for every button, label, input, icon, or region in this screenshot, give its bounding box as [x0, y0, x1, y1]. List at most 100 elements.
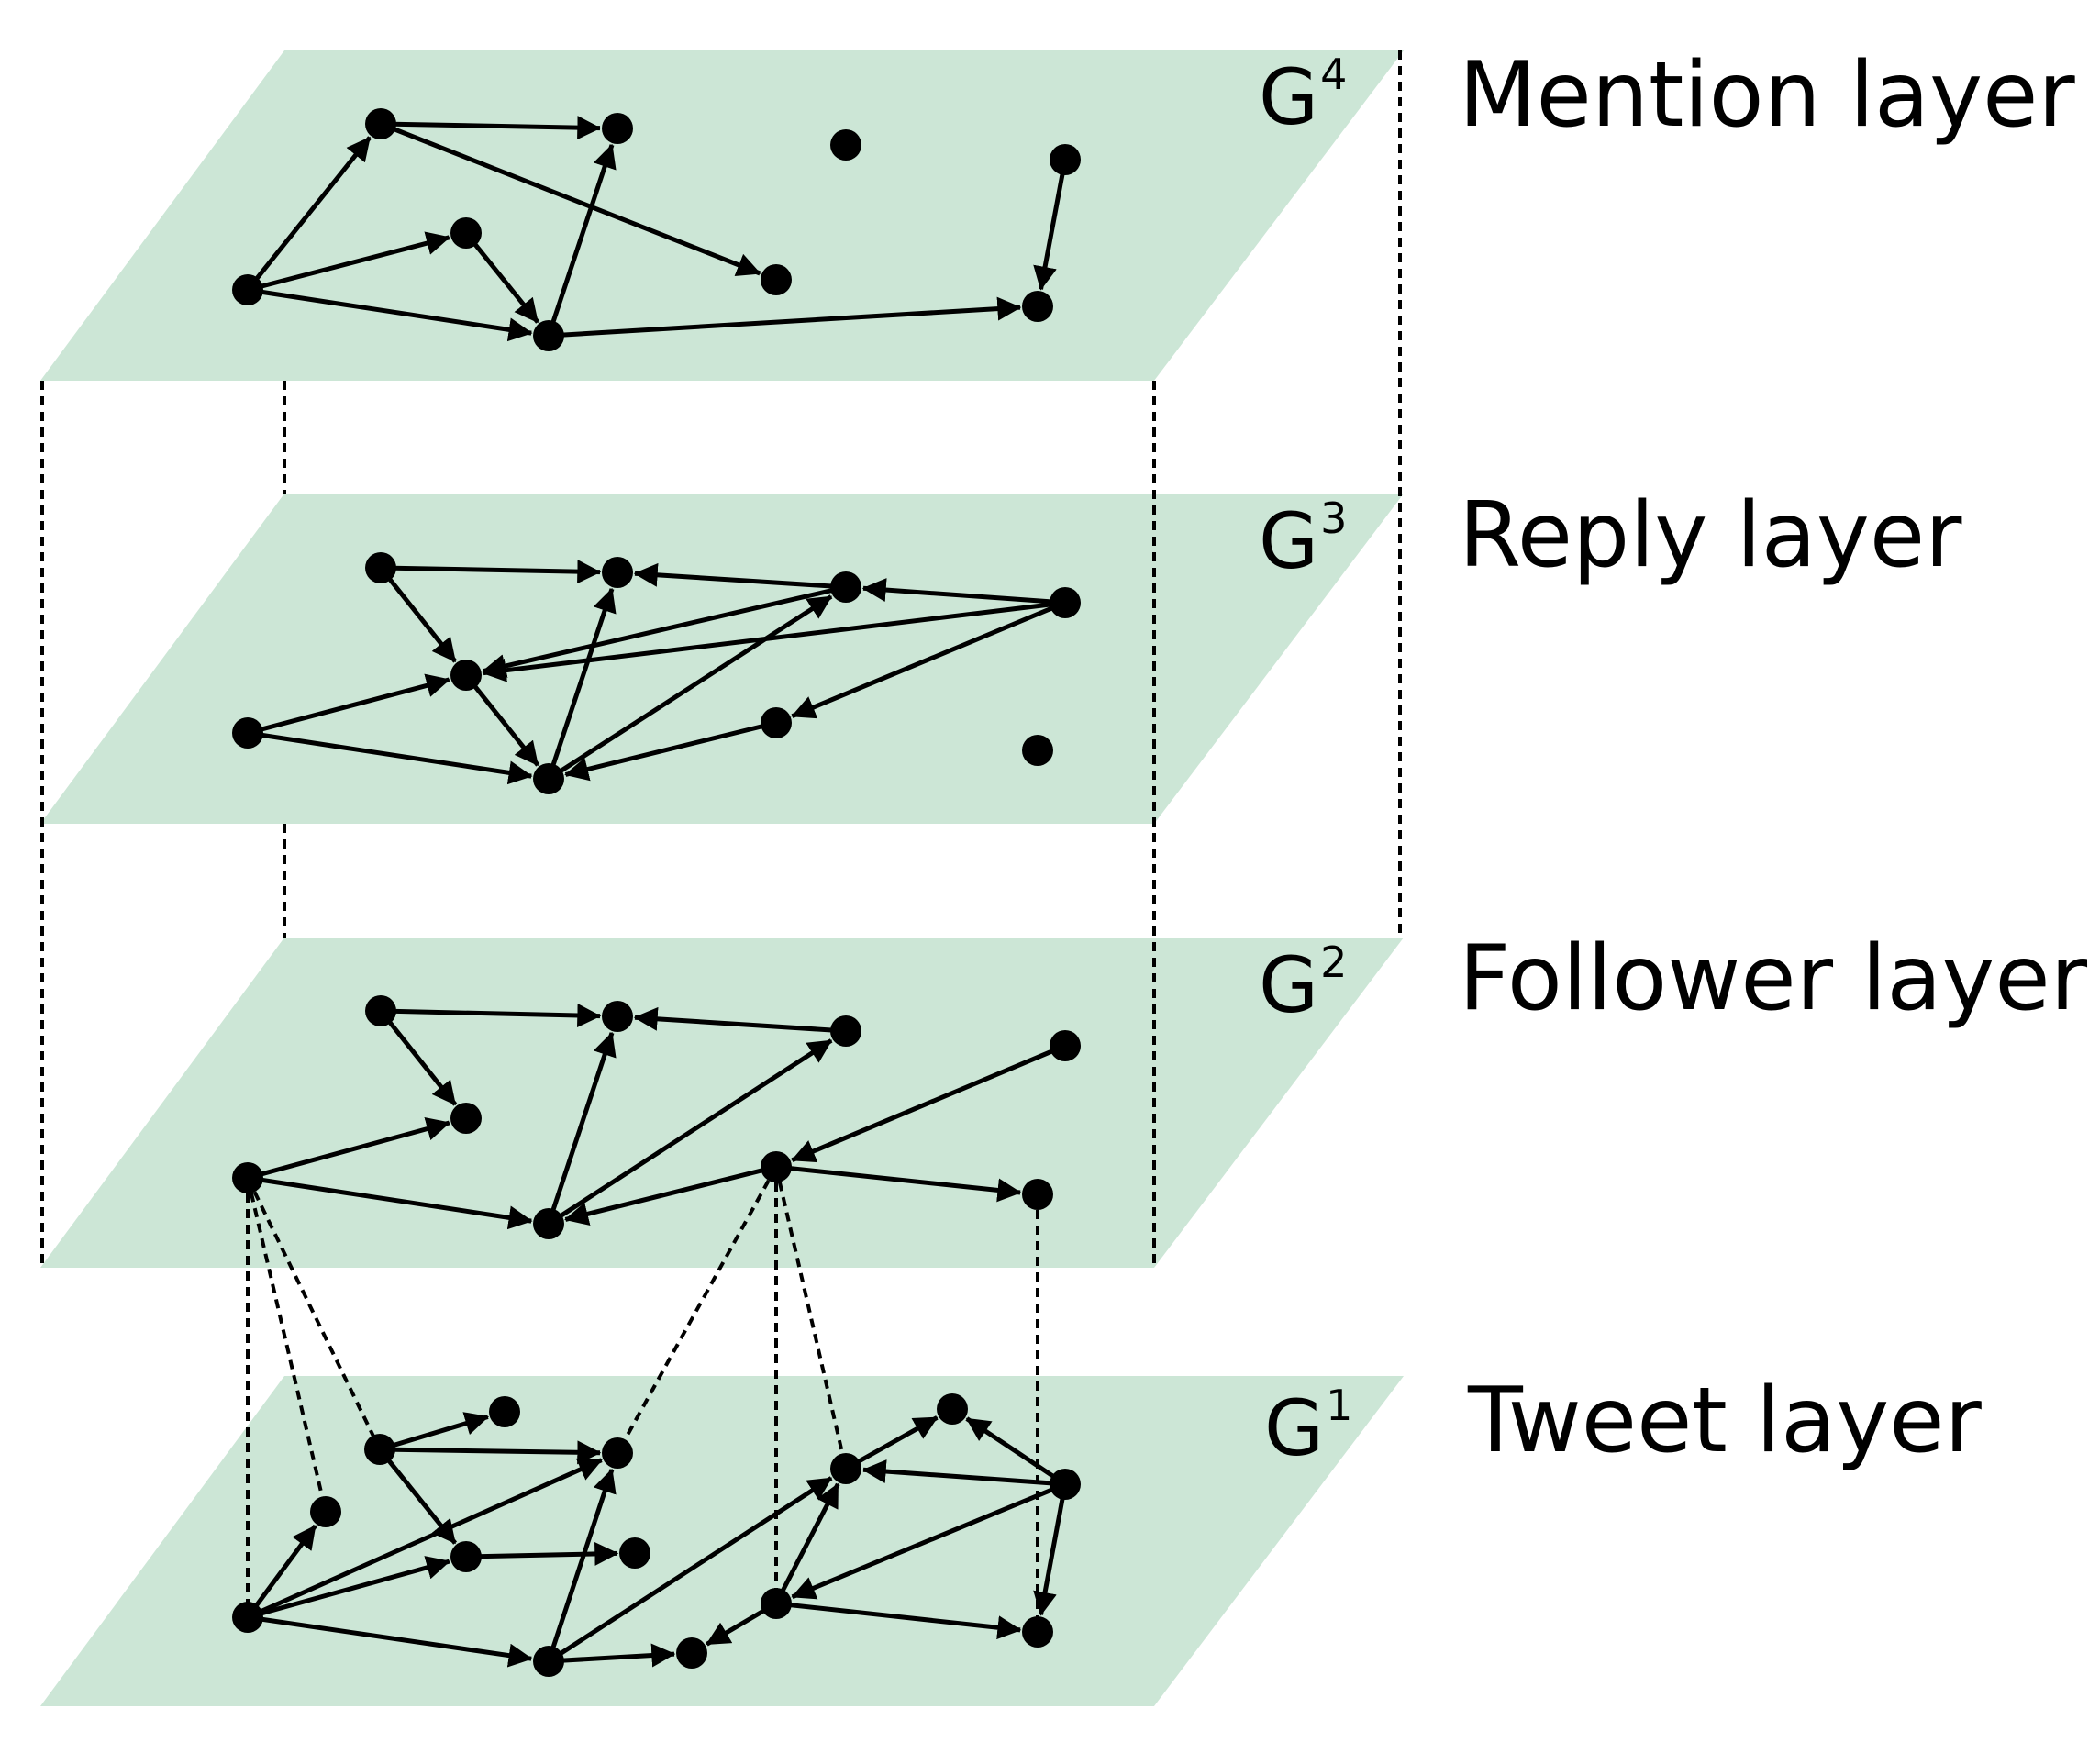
node-tweet-f — [619, 1537, 650, 1569]
node-reply-B — [365, 552, 396, 583]
edge-tweet-j-k — [773, 1482, 840, 1605]
edge-mention-D-E — [464, 231, 540, 324]
edge-tweet-c-d — [379, 1412, 490, 1452]
node-reply-D — [450, 660, 482, 691]
edge-tweet-j-n — [775, 1601, 1022, 1640]
node-tweet-n — [1022, 1616, 1053, 1648]
edge-tweet-e-f — [465, 1541, 619, 1566]
node-reply-E — [533, 763, 564, 794]
node-mention-F — [761, 264, 792, 295]
node-follower-E — [533, 1208, 564, 1239]
edge-follower-F-I — [775, 1164, 1022, 1203]
edge-mention-E-C — [546, 143, 617, 337]
node-mention-H — [1050, 144, 1081, 175]
node-mention-D — [450, 217, 482, 249]
edge-follower-B-C — [380, 1004, 602, 1028]
inter-layer-link — [774, 1166, 848, 1470]
edge-follower-H-F — [791, 1043, 1066, 1163]
node-reply-H — [1050, 587, 1081, 618]
edge-reply-G-C — [633, 562, 847, 590]
edge-follower-E-C — [546, 1031, 617, 1225]
node-follower-F — [761, 1151, 792, 1182]
inter-layer-link — [246, 1177, 328, 1513]
node-follower-C — [602, 1001, 633, 1032]
node-mention-C — [602, 113, 633, 144]
node-mention-A — [232, 274, 263, 305]
edge-reply-B-D — [379, 566, 458, 663]
edge-mention-E-I — [548, 296, 1022, 338]
edge-reply-D-E — [464, 673, 540, 767]
edge-reply-H-D — [482, 600, 1066, 682]
edge-tweet-m-n — [1033, 1483, 1068, 1616]
node-tweet-i — [676, 1637, 707, 1669]
edge-reply-E-C — [546, 587, 617, 780]
edge-reply-G-D — [482, 584, 847, 678]
graph-label-g1: G1 — [1264, 1381, 1353, 1473]
edge-follower-A-D — [247, 1116, 450, 1181]
layer-label-reply: Reply layer — [1459, 483, 1962, 588]
edge-reply-H-F — [791, 600, 1066, 719]
edge-tweet-h-k — [547, 1476, 833, 1664]
node-mention-G — [830, 129, 861, 161]
layer-label-tweet: Tweet layer — [1468, 1369, 1982, 1473]
layer-label-mention: Mention layer — [1459, 43, 2075, 148]
edge-tweet-m-k — [861, 1459, 1066, 1487]
inter-layer-link — [246, 1177, 382, 1450]
graph-label-g2: G2 — [1259, 938, 1348, 1030]
node-tweet-j — [761, 1588, 792, 1619]
edge-follower-A-E — [247, 1175, 533, 1230]
edge-reply-F-E — [564, 720, 777, 782]
edge-mention-B-C — [380, 116, 602, 140]
node-tweet-l — [937, 1393, 968, 1425]
node-follower-I — [1022, 1179, 1053, 1210]
edge-follower-E-G — [547, 1038, 833, 1226]
layer-plane-mention — [40, 50, 1404, 381]
graph-label-g3: G3 — [1259, 494, 1348, 586]
node-follower-G — [830, 1015, 861, 1047]
edge-follower-F-E — [564, 1164, 777, 1226]
node-tweet-g — [602, 1437, 633, 1469]
node-reply-C — [602, 557, 633, 588]
edge-mention-H-I — [1033, 159, 1068, 291]
node-mention-E — [533, 320, 564, 351]
edge-reply-E-G — [547, 594, 833, 782]
edge-follower-G-C — [633, 1006, 847, 1034]
layer-label-follower: Follower layer — [1459, 926, 2087, 1031]
edge-follower-B-D — [379, 1009, 458, 1106]
layer-plane-reply — [40, 494, 1404, 824]
graph-label-g4: G4 — [1259, 50, 1348, 142]
node-reply-A — [232, 717, 263, 749]
edge-reply-A-D — [247, 673, 450, 736]
node-reply-I — [1022, 735, 1053, 766]
node-tweet-m — [1050, 1469, 1081, 1500]
edge-tweet-a-b — [245, 1524, 317, 1619]
edge-mention-A-B — [246, 136, 372, 292]
node-mention-I — [1022, 291, 1053, 322]
edge-tweet-k-l — [844, 1415, 939, 1471]
node-tweet-b — [310, 1496, 341, 1527]
edge-tweet-h-i — [548, 1643, 676, 1668]
node-tweet-e — [450, 1541, 482, 1572]
edge-tweet-a-e — [247, 1556, 450, 1620]
node-tweet-h — [533, 1646, 564, 1677]
node-follower-H — [1050, 1030, 1081, 1061]
edge-tweet-a-h — [247, 1614, 533, 1668]
edge-mention-B-F — [380, 121, 761, 277]
edge-tweet-c-e — [378, 1448, 458, 1545]
edge-reply-B-C — [380, 560, 602, 584]
inter-layer-link — [616, 1166, 778, 1454]
node-follower-A — [232, 1162, 263, 1193]
edge-tweet-c-g — [379, 1440, 602, 1465]
node-reply-G — [830, 571, 861, 603]
node-tweet-c — [364, 1434, 395, 1465]
layer-plane-follower — [40, 938, 1404, 1268]
edge-mention-A-E — [247, 287, 533, 342]
edge-tweet-m-j — [791, 1481, 1066, 1600]
node-tweet-a — [232, 1602, 263, 1633]
node-tweet-d — [489, 1396, 520, 1427]
node-reply-F — [761, 707, 792, 738]
edge-tweet-m-l — [965, 1416, 1067, 1487]
edge-reply-A-E — [247, 730, 533, 785]
node-follower-D — [450, 1103, 482, 1134]
